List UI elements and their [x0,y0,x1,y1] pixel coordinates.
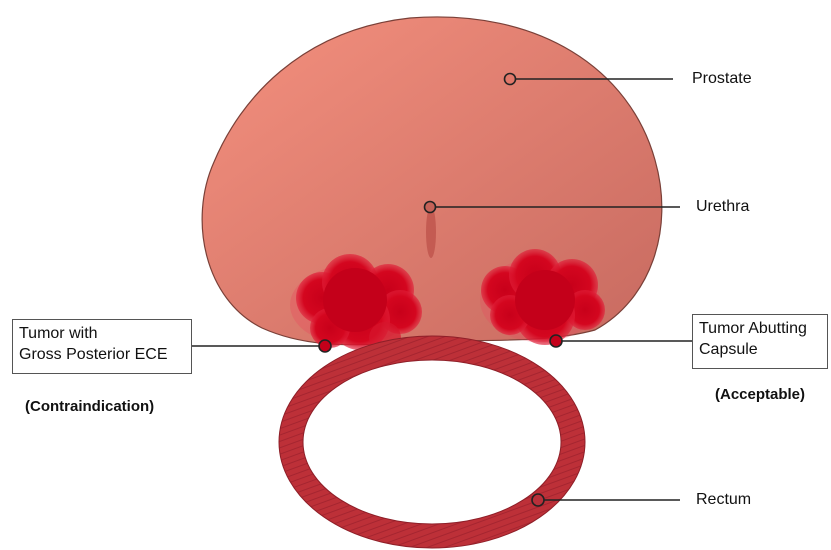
urethra-shape [426,206,436,258]
tumor-left-marker [319,340,331,352]
tumor-right-label-line2: Capsule [699,339,821,360]
tumor-right-marker [550,335,562,347]
rectum-label: Rectum [696,490,751,510]
tumor-left-label-line2: Gross Posterior ECE [19,344,185,365]
urethra-marker [425,202,436,213]
tumor-left-label-box: Tumor with Gross Posterior ECE [12,319,192,374]
contraindication-note: (Contraindication) [25,398,154,415]
tumor-right-label-line1: Tumor Abutting [699,318,821,339]
rectum-marker [532,494,544,506]
urethra-label: Urethra [696,197,749,217]
acceptable-note: (Acceptable) [715,386,805,403]
tumor-right-label-box: Tumor Abutting Capsule [692,314,828,369]
prostate-label: Prostate [692,69,752,89]
rectum-shape [291,348,573,536]
tumor-left-label-line1: Tumor with [19,323,185,344]
prostate-marker [505,74,516,85]
